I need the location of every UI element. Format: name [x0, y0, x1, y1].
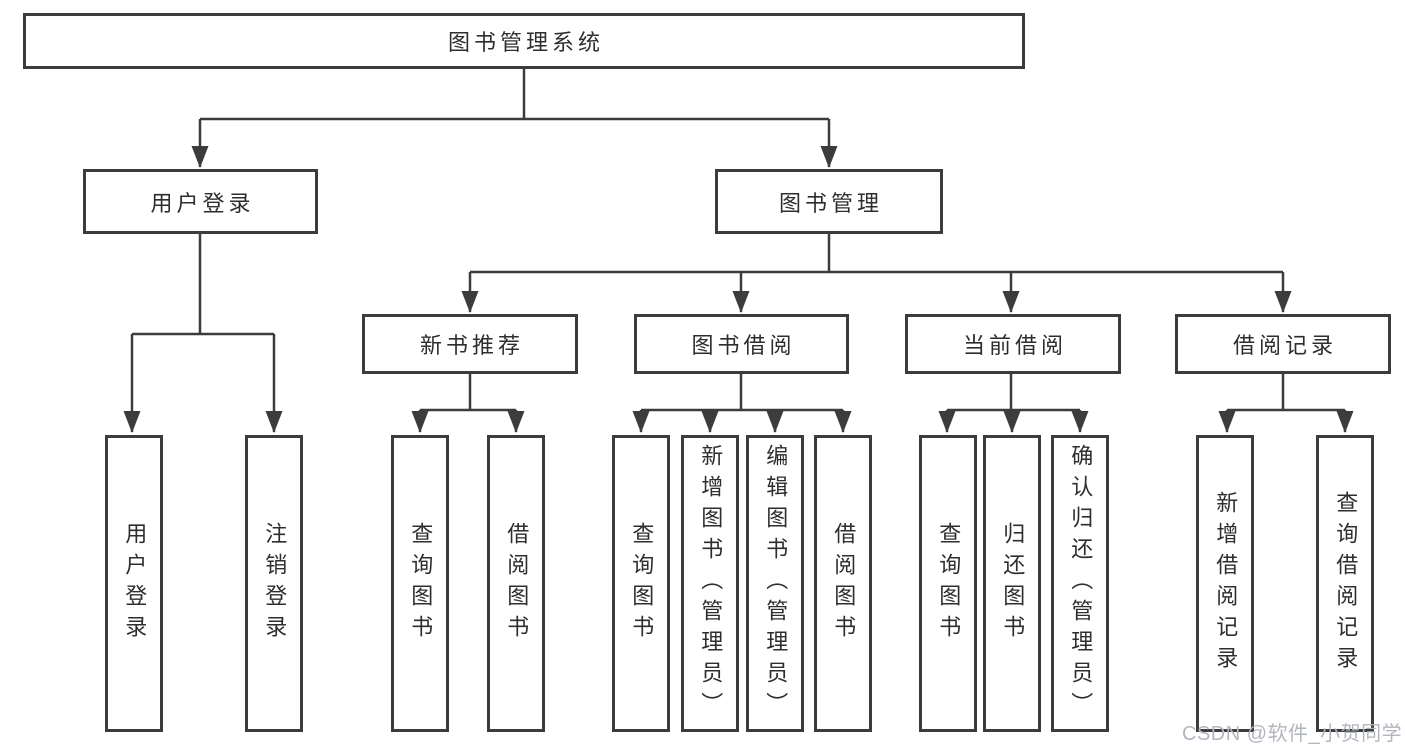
csdn-watermark: CSDN @软件_小贺同学: [1182, 723, 1403, 745]
leaf-cur-return-book: 归还图书: [983, 435, 1041, 732]
leaf-bor-borrow-book-label: 借阅图书: [831, 521, 857, 646]
node-book-mgmt: 图书管理: [715, 169, 943, 234]
leaf-bor-add-book-label: 新增图书（管理员）: [698, 444, 724, 723]
leaf-bor-query-book-label: 查询图书: [629, 521, 655, 646]
leaf-bor-borrow-book: 借阅图书: [814, 435, 872, 732]
node-user-login: 用户登录: [83, 169, 318, 234]
leaf-rec-borrow-book: 借阅图书: [487, 435, 545, 732]
leaf-log-query-record: 查询借阅记录: [1316, 435, 1374, 732]
node-book-borrow: 图书借阅: [634, 314, 849, 374]
leaf-rec-query-book: 查询图书: [391, 435, 449, 732]
leaf-log-query-record-label: 查询借阅记录: [1333, 490, 1359, 677]
leaf-rec-borrow-book-label: 借阅图书: [504, 521, 530, 646]
leaf-bor-edit-book-label: 编辑图书（管理员）: [763, 444, 789, 723]
leaf-bor-query-book: 查询图书: [612, 435, 670, 732]
leaf-logout: 注销登录: [245, 435, 303, 732]
leaf-cur-return-book-label: 归还图书: [1000, 521, 1026, 646]
leaf-cur-query-book-label: 查询图书: [936, 521, 962, 646]
node-new-book-rec: 新书推荐: [362, 314, 578, 374]
node-new-book-rec-label: 新书推荐: [419, 333, 524, 358]
node-book-borrow-label: 图书借阅: [691, 333, 796, 358]
leaf-log-add-record-label: 新增借阅记录: [1213, 490, 1239, 677]
leaf-login: 用户登录: [105, 435, 163, 732]
node-current-borrow-label: 当前借阅: [962, 333, 1067, 358]
leaf-cur-confirm-return-label: 确认归还（管理员）: [1068, 444, 1094, 723]
node-root: 图书管理系统: [23, 13, 1025, 69]
node-current-borrow: 当前借阅: [905, 314, 1121, 374]
node-borrow-record: 借阅记录: [1175, 314, 1391, 374]
leaf-login-label: 用户登录: [122, 521, 148, 646]
leaf-bor-edit-book: 编辑图书（管理员）: [746, 435, 804, 732]
leaf-bor-add-book: 新增图书（管理员）: [681, 435, 739, 732]
node-book-mgmt-label: 图书管理: [778, 190, 883, 216]
leaf-cur-confirm-return: 确认归还（管理员）: [1051, 435, 1109, 732]
leaf-log-add-record: 新增借阅记录: [1196, 435, 1254, 732]
leaf-cur-query-book: 查询图书: [919, 435, 977, 732]
leaf-logout-label: 注销登录: [262, 521, 288, 646]
node-borrow-record-label: 借阅记录: [1232, 333, 1337, 358]
node-root-label: 图书管理系统: [447, 30, 604, 55]
leaf-rec-query-book-label: 查询图书: [408, 521, 434, 646]
node-user-login-label: 用户登录: [150, 190, 255, 216]
